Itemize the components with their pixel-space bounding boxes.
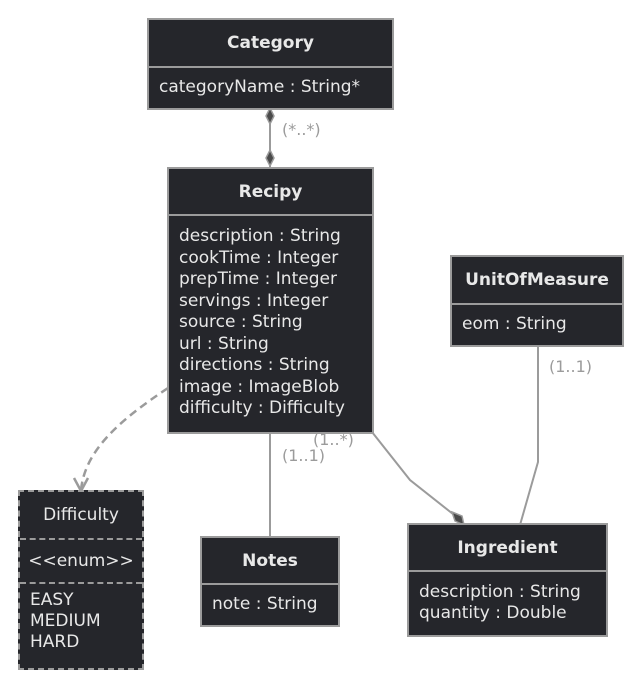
attribute: difficulty : Difficulty [179,398,345,418]
attribute: note : String [212,594,318,614]
class-ingredient[interactable]: Ingredient description : String quantity… [407,523,608,637]
edge-recipy-ingredient [371,431,459,519]
attribute: url : String [179,333,269,354]
class-ingredient-attributes: description : String quantity : Double [409,572,606,624]
class-recipy-attributes: description : String cookTime : Integer … [169,216,372,420]
class-notes-title: Notes [202,538,338,585]
attribute: image : ImageBlob [179,376,340,397]
enum-value: MEDIUM [30,611,101,631]
class-unit-of-measure[interactable]: UnitOfMeasure eom : String [450,255,624,347]
class-difficulty-values: EASY MEDIUM HARD [20,584,142,653]
attribute: categoryName : String* [159,77,361,97]
attribute: servings : Integer [179,290,329,311]
class-ingredient-title: Ingredient [409,525,606,572]
multiplicity-category-recipy: (*..*) [282,120,321,139]
attribute: directions : String [179,355,330,375]
multiplicity-recipy-ingredient: (1..*) [313,430,354,449]
attribute: source : String [179,312,303,332]
enum-value: EASY [30,590,74,610]
diamond-category-end [265,106,275,126]
attribute: eom : String [462,314,567,334]
diamond-recipy-end [265,148,275,168]
class-difficulty-title: Difficulty [20,492,142,540]
class-recipy[interactable]: Recipy description : String cookTime : I… [167,167,374,434]
class-unit-of-measure-attributes: eom : String [452,305,622,335]
attribute: quantity : Double [419,603,567,623]
class-unit-of-measure-title: UnitOfMeasure [452,257,622,305]
attribute: description : String [179,226,341,246]
enum-value: HARD [30,632,80,652]
multiplicity-recipy-notes: (1..1) [282,446,326,465]
edge-recipy-difficulty [79,386,169,491]
class-category-title: Category [149,20,392,68]
class-notes-attributes: note : String [202,585,338,615]
class-difficulty[interactable]: Difficulty <<enum>> EASY MEDIUM HARD [18,490,144,670]
attribute: cookTime : Integer [179,247,339,268]
attribute: prepTime : Integer [179,269,337,289]
edge-unit-ingredient [519,346,539,526]
class-category[interactable]: Category categoryName : String* [147,18,394,110]
class-notes[interactable]: Notes note : String [200,536,340,627]
class-difficulty-stereotype: <<enum>> [20,540,142,584]
multiplicity-unit-ingredient: (1..1) [549,357,593,376]
attribute: description : String [419,582,581,602]
class-category-attributes: categoryName : String* [149,68,392,98]
class-recipy-title: Recipy [169,169,372,216]
